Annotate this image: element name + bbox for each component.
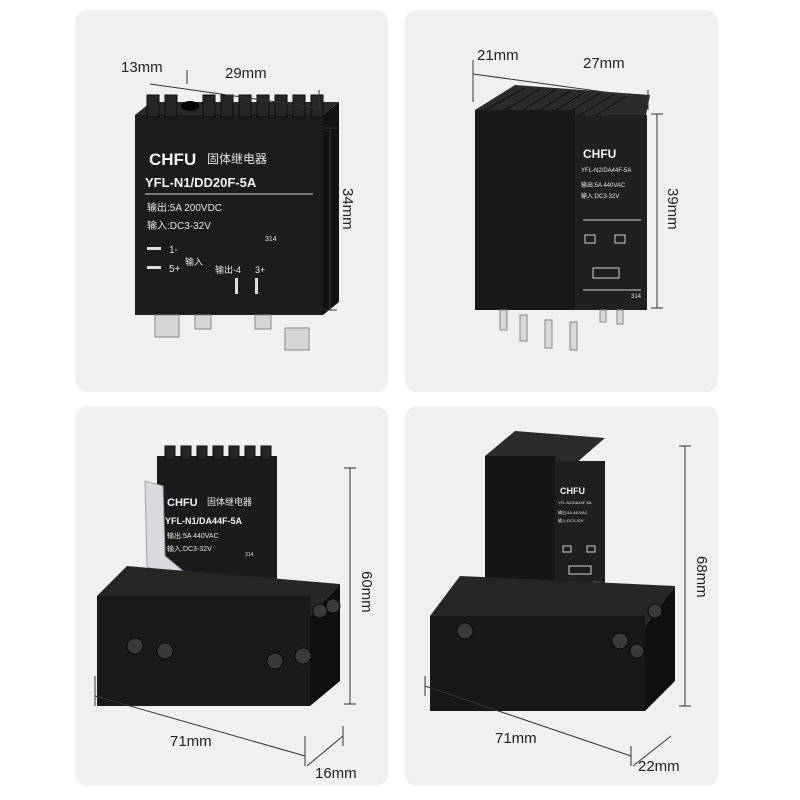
- output-spec: 输出:5A 440VAC: [167, 531, 219, 540]
- terminal-in-label: 输入: [185, 256, 203, 267]
- output-spec: 输出:5A 200VDC: [147, 201, 222, 214]
- depth-dimension: 21mm: [477, 47, 519, 64]
- product-panel-double-relay-socket: CHFU YFL-N2/DA44F-5A 输出:5A 440VAC 输入:DC3…: [405, 406, 718, 786]
- model-label: YFL-N1/DD20F-5A: [145, 175, 257, 190]
- single-relay-socket-photo: CHFU 固体继电器 YFL-N1/DA44F-5A 输出:5A 440VAC …: [94, 445, 375, 782]
- relay-pins: [154, 314, 310, 351]
- terminal-5-label: 5+: [169, 264, 181, 275]
- relay-body: [135, 115, 323, 315]
- model-label: YFL-N1/DA44F-5A: [165, 516, 243, 526]
- height-dimension: 68mm: [693, 556, 710, 598]
- terminal-1-label: 1-: [169, 245, 178, 256]
- relay-front: [575, 115, 647, 310]
- terminal-4-label: -4: [233, 265, 241, 275]
- socket-top: [430, 576, 675, 626]
- height-dimension: 60mm: [358, 571, 375, 613]
- input-spec: 输入:DC3-32V: [147, 219, 211, 232]
- height-dimension: 39mm: [664, 188, 681, 230]
- model-label: YFL-N2/DA44F-5A: [581, 168, 631, 174]
- input-spec: 输入:DC3-32V: [558, 517, 584, 523]
- product-panel-single-relay-socket: CHFU 固体继电器 YFL-N1/DA44F-5A 输出:5A 440VAC …: [75, 406, 388, 786]
- relay-pins: [499, 309, 624, 351]
- product-panel-double-relay: CHFU YFL-N2/DA44F-5A 输出:5A 440VAC 输入:DC3…: [405, 10, 718, 392]
- heatsink-fins: [164, 445, 272, 461]
- double-relay-photo: CHFU YFL-N2/DA44F-5A 输出:5A 440VAC 输入:DC3…: [472, 47, 681, 351]
- terminal-3-label: 3+: [255, 265, 265, 275]
- brand-label: CHFU: [149, 150, 196, 169]
- heatsink-fins: [485, 431, 605, 464]
- depth-dimension: 16mm: [315, 765, 357, 782]
- brand-label: CHFU: [583, 147, 616, 161]
- mount-hole: [181, 101, 199, 111]
- single-relay-photo: CHFU 固体继电器 YFL-N1/DD20F-5A 输出:5A 200VDC …: [121, 59, 356, 351]
- brand-label: CHFU: [167, 497, 198, 509]
- title-cn-label: 固体继电器: [207, 496, 252, 507]
- code-label: 314: [631, 294, 642, 300]
- width-dimension: 29mm: [225, 65, 267, 82]
- input-spec: 输入:DC3-32V: [581, 192, 619, 200]
- width-dimension: 27mm: [583, 55, 625, 72]
- double-relay-socket-photo: CHFU YFL-N2/DA44F-5A 输出:5A 440VAC 输入:DC3…: [424, 431, 710, 775]
- socket-screw-terminals: [126, 598, 341, 670]
- output-spec: 输出:5A 440VAC: [581, 181, 626, 189]
- title-cn-label: 固体继电器: [207, 152, 267, 166]
- depth-dimension: 22mm: [638, 758, 680, 775]
- depth-dimension: 13mm: [121, 59, 163, 76]
- product-panel-single-relay: CHFU 固体继电器 YFL-N1/DD20F-5A 输出:5A 200VDC …: [75, 10, 388, 392]
- input-spec: 输入:DC3-32V: [167, 544, 212, 553]
- width-dimension: 71mm: [495, 730, 537, 747]
- output-spec: 输出:5A 440VAC: [558, 509, 588, 515]
- code-label: 314: [245, 552, 254, 558]
- model-label: YFL-N2/DA44F-5A: [558, 500, 592, 505]
- socket-screw-terminals: [456, 603, 663, 659]
- width-dimension: 71mm: [170, 733, 212, 750]
- relay-side: [475, 110, 575, 310]
- code-label: 314: [265, 236, 277, 243]
- brand-label: CHFU: [560, 486, 585, 496]
- terminal-out-label: 输出: [215, 264, 233, 275]
- wiring-diagram: [583, 219, 641, 291]
- height-dimension: 34mm: [339, 188, 356, 230]
